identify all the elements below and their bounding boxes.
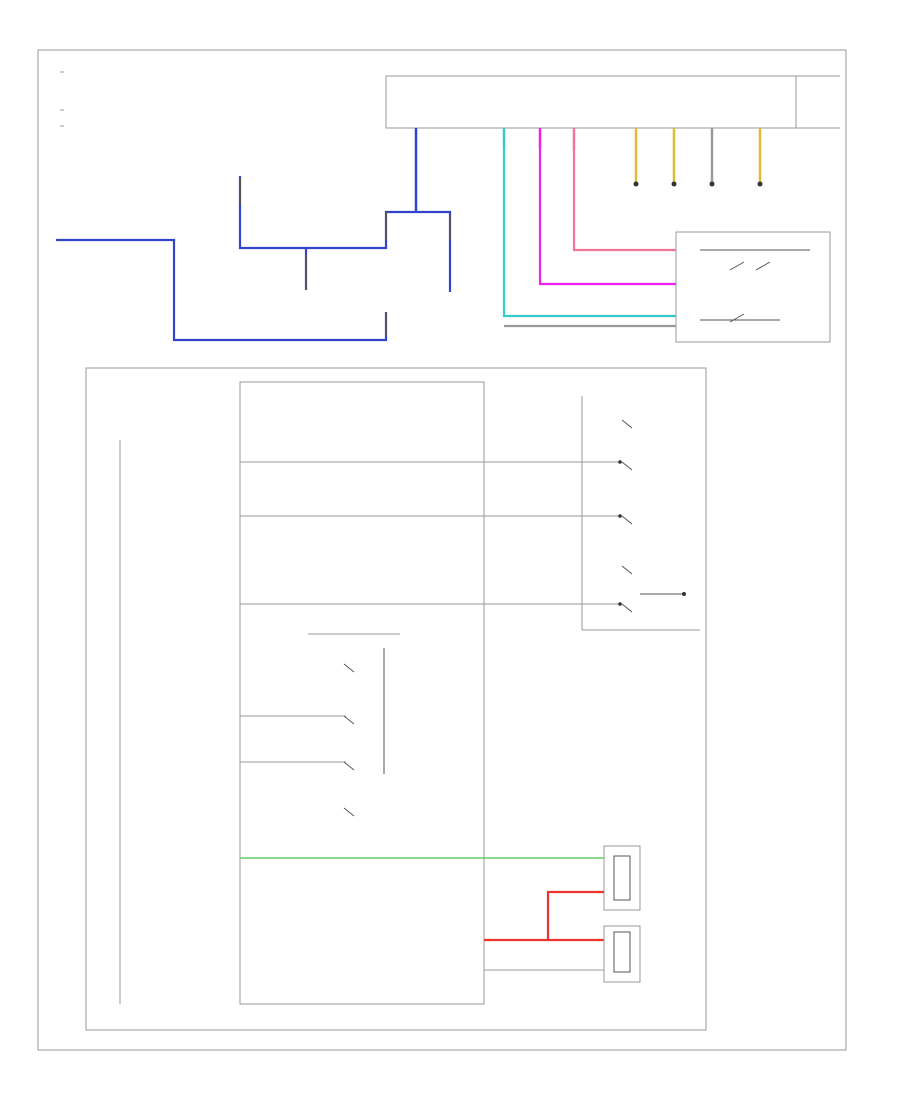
range-switch — [581, 396, 700, 631]
tcm-module — [119, 381, 485, 1005]
legend — [60, 71, 64, 127]
shift-lever-wires — [502, 148, 676, 328]
shift-lever — [675, 231, 831, 343]
range-switch-contacts — [621, 419, 684, 613]
lower-section-frame — [85, 367, 707, 1031]
input-speed-sensor — [240, 845, 641, 911]
fuse-connector-pins — [633, 181, 763, 187]
range-switch-wires — [240, 461, 620, 605]
shift-lever-switches — [700, 249, 810, 323]
range-switch-pins — [618, 460, 686, 606]
splice-connectors — [239, 178, 451, 336]
diagram-frame — [37, 49, 847, 1051]
output-speed-sensor — [484, 890, 641, 983]
fuse-connector-drops — [414, 128, 762, 212]
fuse-block — [385, 75, 840, 129]
pressure-switch-assembly — [240, 633, 400, 817]
blue-wire-harness — [56, 176, 452, 342]
